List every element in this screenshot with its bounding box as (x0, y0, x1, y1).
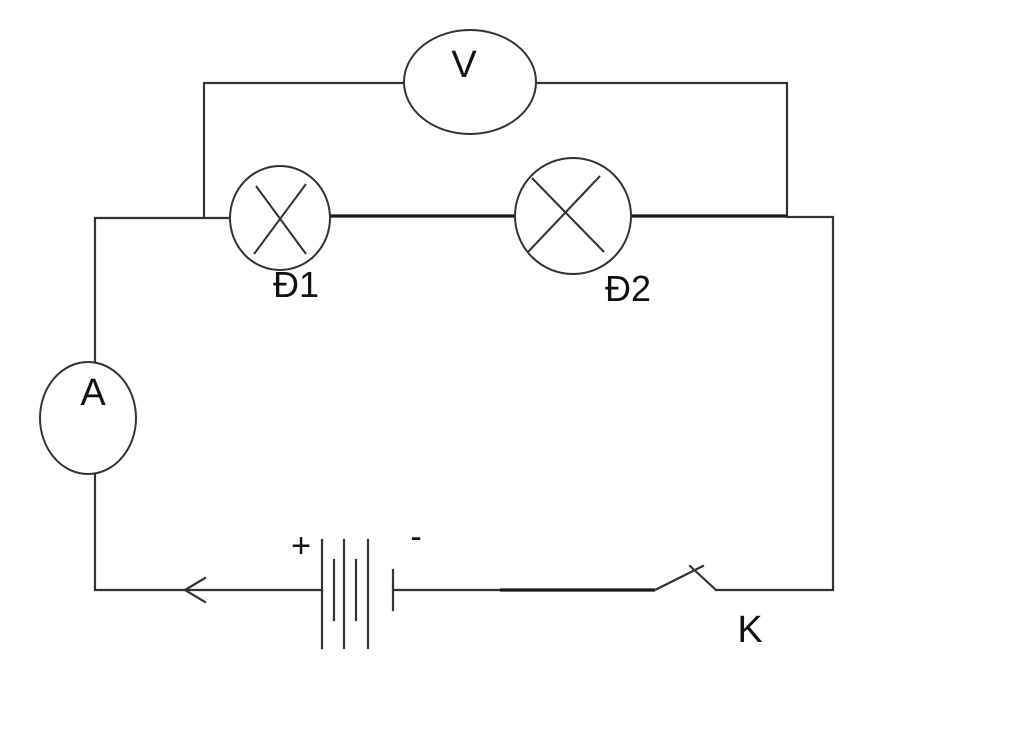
lamp-2-cross-a (531, 177, 605, 253)
ammeter-label: A (80, 372, 106, 414)
voltmeter: V (403, 29, 537, 135)
voltmeter-circle (403, 29, 537, 135)
ammeter-circle (39, 361, 137, 475)
wire-top-left (93, 216, 232, 364)
voltmeter-branch (202, 81, 789, 218)
wire-bottom-left (93, 472, 324, 592)
switch-lever (653, 564, 705, 592)
lamp-2-circle (514, 157, 632, 275)
lamp-1: Đ1 (229, 165, 331, 305)
battery-minus-label: - (410, 518, 421, 556)
lamp-1-cross-b (253, 183, 307, 255)
voltmeter-label: V (451, 44, 477, 86)
lamp-1-label: Đ1 (273, 264, 319, 305)
ammeter: A (39, 361, 137, 475)
battery-plus-label: + (291, 527, 311, 565)
current-arrow-icon (182, 576, 207, 604)
main-loop (93, 214, 835, 592)
battery: + - (291, 518, 422, 650)
wire-right-side (714, 215, 835, 592)
voltmeter-left-wire (202, 81, 407, 218)
switch-k: K (653, 564, 763, 651)
switch-contact (688, 564, 718, 592)
lamp-2: Đ2 (514, 157, 651, 309)
switch-label: K (737, 609, 762, 651)
lamp-2-cross-b (527, 175, 601, 253)
lamp-1-cross-a (255, 185, 307, 255)
lamp-2-label: Đ2 (605, 268, 651, 309)
voltmeter-right-wire (535, 81, 789, 218)
